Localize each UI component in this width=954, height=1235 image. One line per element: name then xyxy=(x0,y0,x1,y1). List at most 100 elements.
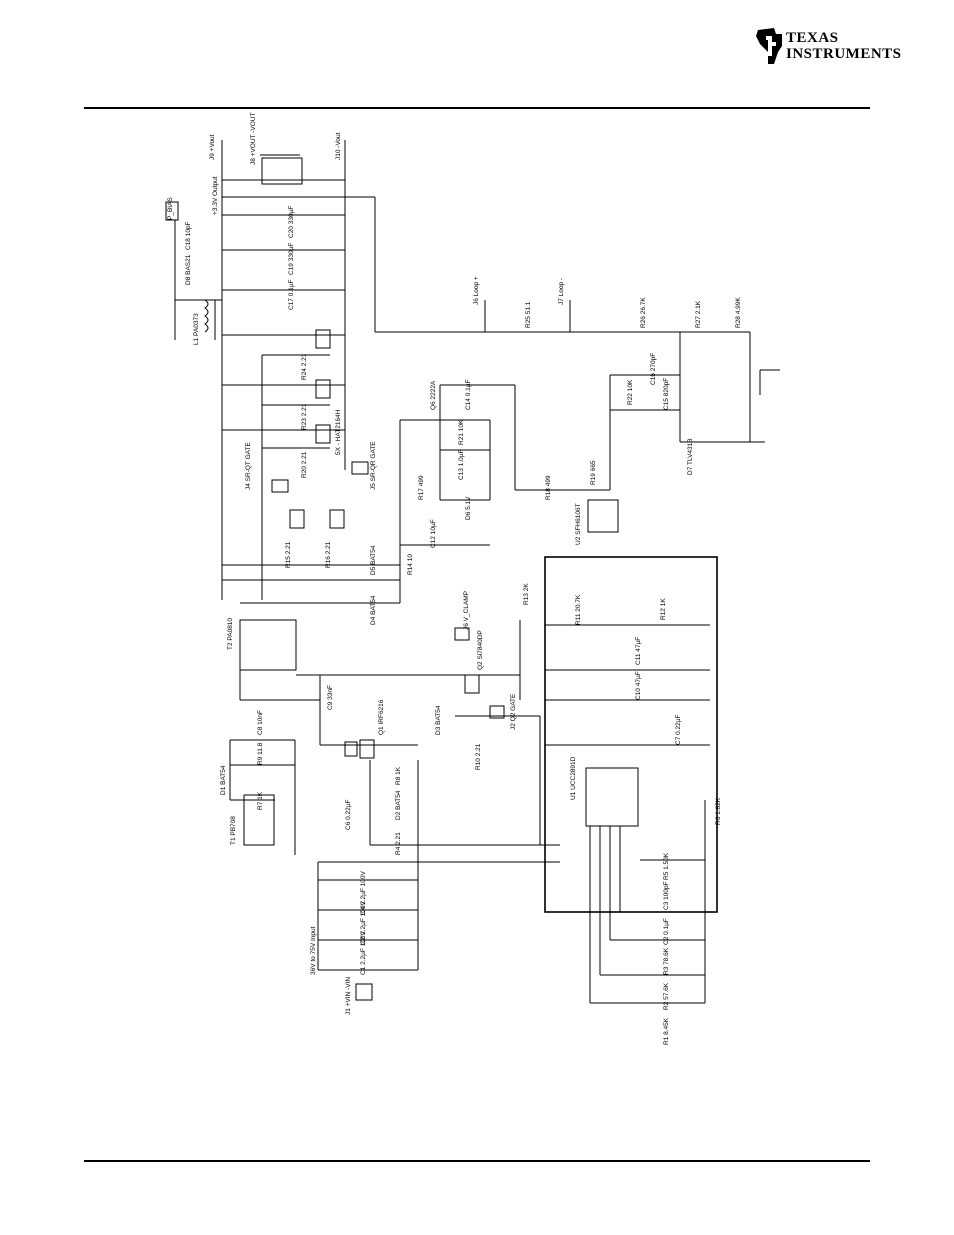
label-D6: D6 5.1V xyxy=(465,496,472,520)
label-U2: U2 SFH6106T xyxy=(575,503,582,545)
label-C1: C1 2.2µF 100V xyxy=(360,930,367,975)
label-R4: R4 2.21 xyxy=(395,832,402,855)
label-C20: C20 330µF xyxy=(288,206,295,238)
label-D5b: D5 BAT54 xyxy=(370,545,377,575)
label-D8: D8 BAS21 xyxy=(185,254,192,285)
label-R27: R27 2.1K xyxy=(695,300,702,328)
label-C2: C2 0.1µF xyxy=(663,918,670,945)
brand-line-1: TEXAS xyxy=(786,30,839,46)
label-C19: C19 330µF xyxy=(288,243,295,275)
label-Q6: Q6 2222A xyxy=(430,380,437,410)
label-R17: R17 499 xyxy=(418,475,425,500)
label-J7: J7 Loop - xyxy=(558,278,565,305)
transformer-t2 xyxy=(239,619,297,671)
label-C12: C12 10µF xyxy=(430,519,437,548)
label-input: 36V to 75V Input xyxy=(310,926,317,975)
label-R11: R11 20.7K xyxy=(575,594,582,625)
label-C4: C4 2.2µF 100V xyxy=(360,870,367,915)
label-bias: P_BIAS xyxy=(167,197,174,220)
header-rule xyxy=(84,107,870,109)
label-R12: R12 1K xyxy=(660,598,667,620)
brand-line-2: INSTRUMENTS xyxy=(786,46,902,62)
label-R13: R13 2K xyxy=(523,583,530,605)
mosfet-q1 xyxy=(359,739,375,759)
transformer-t1 xyxy=(243,794,275,846)
label-R7: R7 1K xyxy=(257,791,264,810)
label-J6: J6 Loop + xyxy=(473,276,480,305)
label-R25: R25 51.1 xyxy=(525,301,532,328)
label-Q1: Q1 IRF6216 xyxy=(378,699,385,735)
label-R3: R3 78.6K xyxy=(663,947,670,975)
label-D1: D1 BAT54 xyxy=(220,765,227,795)
label-R22: R22 10K xyxy=(627,379,634,405)
connector-j4 xyxy=(271,479,289,493)
label-J4: J4 SR-QT GATE xyxy=(245,442,252,490)
label-D5: 5X - HAT2164H xyxy=(335,409,342,455)
label-R5: R5 1.50K xyxy=(663,852,670,880)
footer-rule xyxy=(84,1160,870,1162)
label-T1: T1 PB708 xyxy=(230,816,237,845)
mosfet-q2 xyxy=(464,674,480,694)
label-output: +3.3V Output xyxy=(212,176,219,215)
label-R24: R24 2.21 xyxy=(301,353,308,380)
label-R1: R1 8.45K xyxy=(663,1017,670,1045)
label-C3: C3 100pF xyxy=(663,881,670,910)
ti-logo-icon xyxy=(756,28,782,64)
mosfet-q4 xyxy=(329,509,345,529)
label-R20: R20 2.21 xyxy=(301,451,308,478)
optocoupler-u2 xyxy=(587,499,619,533)
label-D2: D2 BAT54 xyxy=(395,790,402,820)
label-R6: R6 1.82K xyxy=(715,797,722,825)
label-R16: R16 2.21 xyxy=(325,541,332,568)
label-J6b: J6 V_CLAMP xyxy=(463,591,470,630)
inductor-l1 xyxy=(204,299,209,333)
ic-u1 xyxy=(585,767,639,827)
label-D3: D3 BAT54 xyxy=(435,705,442,735)
label-C18: C18 10pF xyxy=(185,221,192,250)
connector-j6 xyxy=(454,627,470,641)
mosfet-q3 xyxy=(289,509,305,529)
label-C17: C17 0.1µF xyxy=(288,279,295,310)
label-D7: D7 TLV431B xyxy=(687,438,694,475)
controller-frame xyxy=(544,556,718,913)
label-C9: C9 33nF xyxy=(327,685,334,710)
label-R15: R15 2.21 xyxy=(285,541,292,568)
label-D4: D4 BAT54 xyxy=(370,595,377,625)
bias-flag xyxy=(165,201,179,221)
label-J10: J10 -Vout xyxy=(335,132,342,160)
label-C7: C7 0.22µF xyxy=(675,714,682,745)
label-J8: J8 +VOUT -VOUT xyxy=(250,113,257,165)
connector-j5 xyxy=(351,461,369,475)
label-C6: C6 0.22µF xyxy=(345,799,352,830)
connector-j8 xyxy=(261,157,303,185)
label-R18: R18 499 xyxy=(545,475,552,500)
label-R21: R21 10K xyxy=(458,419,465,445)
label-R14: R14 10 xyxy=(407,554,414,575)
label-C10: C10 47µF xyxy=(635,671,642,700)
label-R2: R2 57.6K xyxy=(663,982,670,1010)
label-R23: R23 2.21 xyxy=(301,403,308,430)
label-T2: T2 PA0810 xyxy=(227,618,234,650)
mosfet-q8 xyxy=(315,424,331,444)
label-U1: U1 UCC2891D xyxy=(570,756,577,800)
mosfet-q7 xyxy=(315,379,331,399)
label-C8: C8 10nF xyxy=(257,710,264,735)
label-R28: R28 4.99K xyxy=(735,297,742,328)
label-C16: C16 270pF xyxy=(650,353,657,385)
label-J2: J2 Q2 GATE xyxy=(510,693,517,730)
label-R9: R9 11.8 xyxy=(257,742,264,765)
label-Q2: Q2 Si7840DP xyxy=(477,630,484,670)
connector-j2 xyxy=(489,705,505,719)
label-R10: R10 2.21 xyxy=(475,743,482,770)
connector-j1 xyxy=(355,983,373,1001)
ti-wordmark: TEXAS INSTRUMENTS xyxy=(786,30,902,62)
label-R8: R8 1K xyxy=(395,766,402,785)
connector-j3 xyxy=(344,741,358,757)
label-L1: L1 PA0373 xyxy=(193,313,200,345)
label-C2b: C2 2.2µF 100V xyxy=(360,900,367,945)
label-C15: C15 820pF xyxy=(663,378,670,410)
label-C14: C14 0.1µF xyxy=(465,379,472,410)
label-J5: J5 SR-QR GATE xyxy=(370,441,377,490)
mosfet-q5 xyxy=(315,329,331,349)
part-labels: J9 +Vout J10 -Vout J8 +VOUT -VOUT +3.3V … xyxy=(167,113,742,1045)
